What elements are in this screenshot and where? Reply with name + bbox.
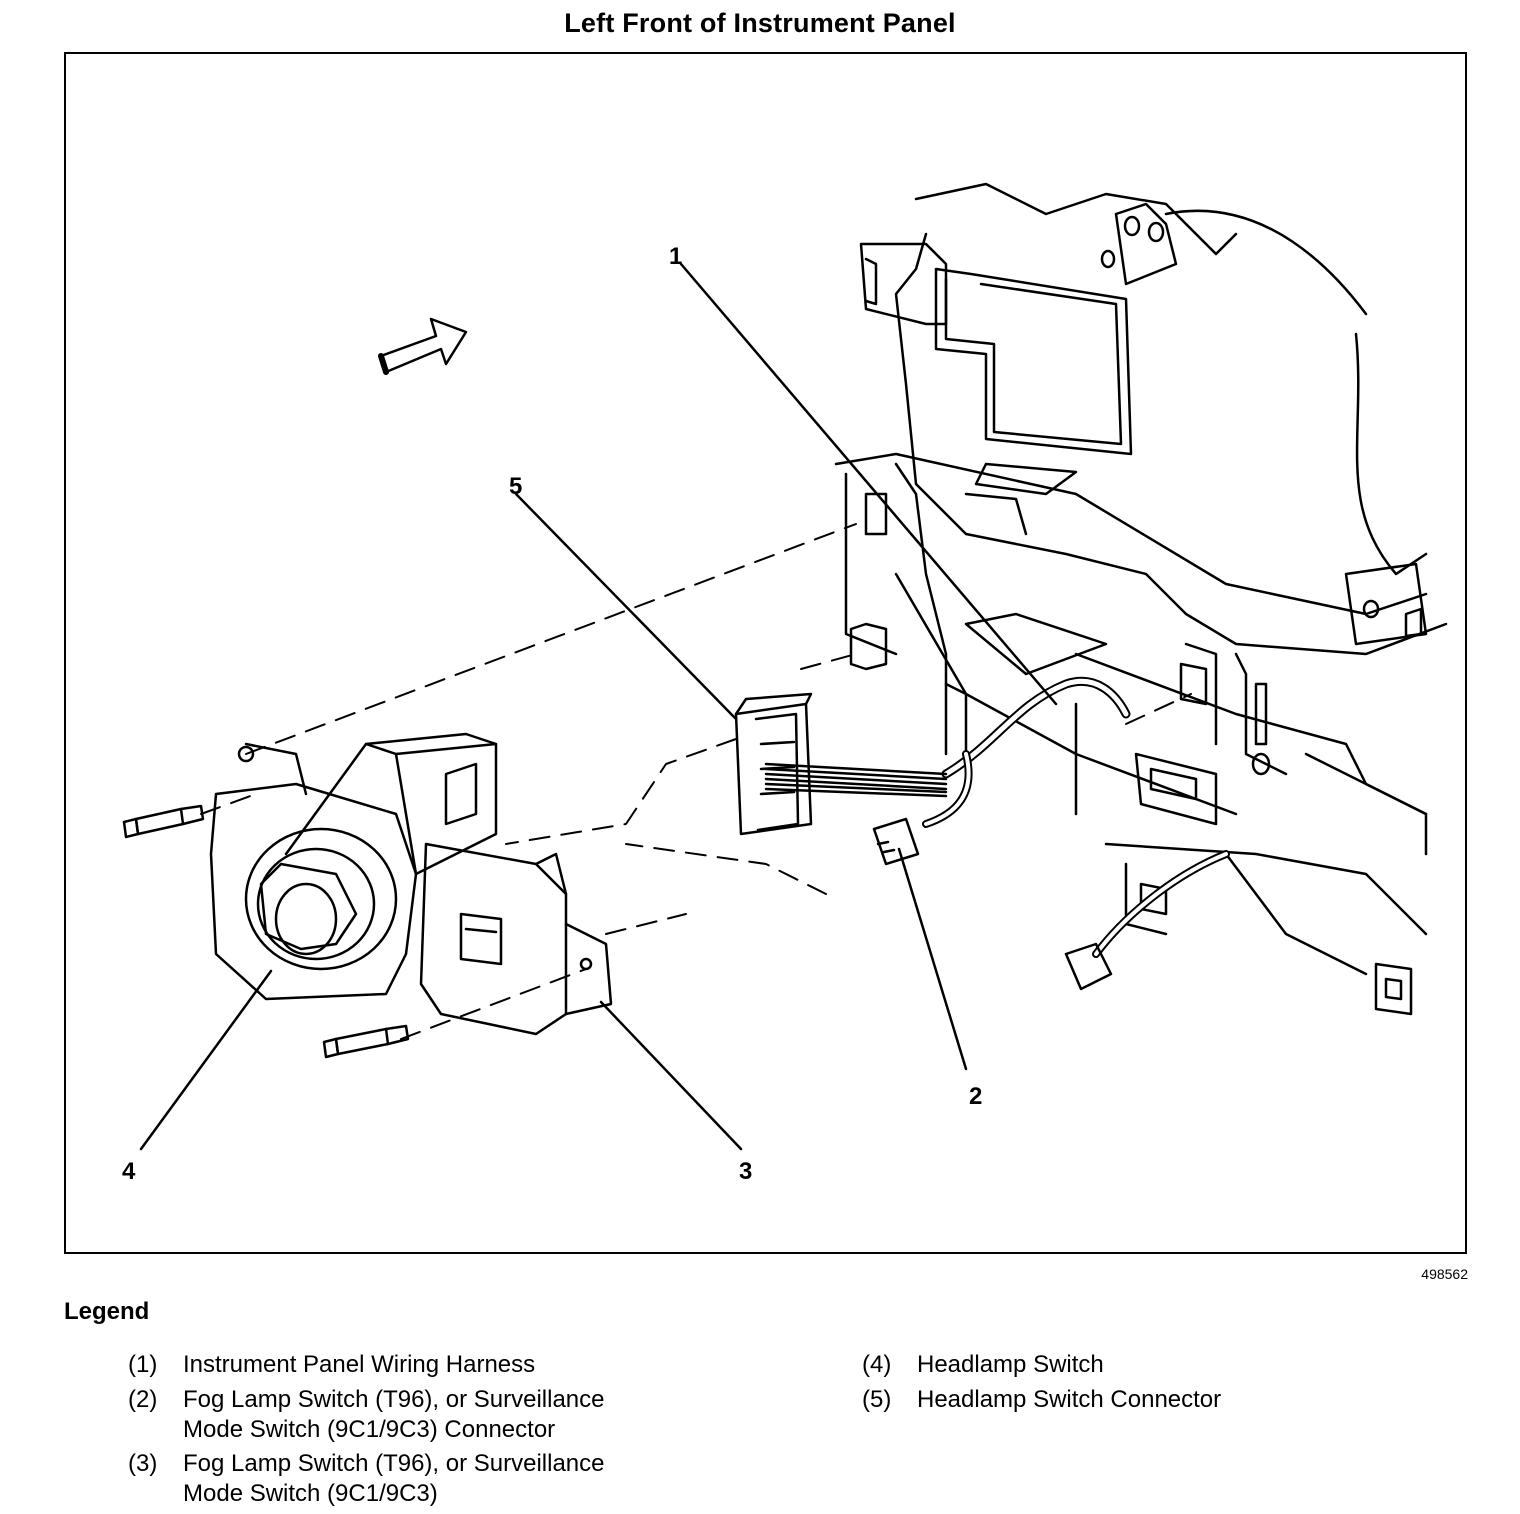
- instrument-panel-structure: [834, 182, 1448, 1016]
- legend-item: (4) Headlamp Switch: [862, 1350, 1362, 1380]
- legend-item: (3) Fog Lamp Switch (T96), or Surveillan…: [128, 1449, 728, 1509]
- headlamp-switch-connector: [734, 692, 813, 836]
- callout-4: 4: [122, 1158, 136, 1185]
- callout-2: 2: [969, 1083, 982, 1110]
- legend-item: (2) Fog Lamp Switch (T96), or Surveillan…: [128, 1385, 728, 1445]
- forward-direction-arrow: [378, 317, 468, 375]
- callout-1: 1: [669, 243, 682, 270]
- legend-item-number: (4): [862, 1351, 892, 1378]
- legend-item-number: (2): [128, 1386, 158, 1413]
- callout-5: 5: [509, 473, 522, 500]
- legend-item-text: Headlamp Switch: [917, 1351, 1104, 1378]
- legend-item-number: (3): [128, 1450, 158, 1477]
- legend-item-number: (1): [128, 1351, 158, 1378]
- page-title: Left Front of Instrument Panel: [564, 8, 956, 38]
- legend-item-text: Fog Lamp Switch (T96), or Surveillance M…: [183, 1450, 605, 1507]
- exploded-view-illustration: 1 2 3 4 5: [122, 182, 1448, 1185]
- callout-leaders: [139, 262, 1058, 1151]
- headlamp-switch: [209, 732, 498, 1001]
- legend-item-text: Fog Lamp Switch (T96), or Surveillance M…: [183, 1386, 605, 1443]
- fog-lamp-switch: [419, 842, 613, 1036]
- legend-item-text: Headlamp Switch Connector: [917, 1386, 1222, 1413]
- instrument-panel-wiring-harness: [764, 676, 1230, 991]
- figure-id: 498562: [1421, 1266, 1468, 1282]
- diagram-frame: 1 2 3 4 5: [64, 52, 1467, 1254]
- mounting-screws: [122, 804, 410, 1059]
- legend-heading: Legend: [64, 1298, 150, 1325]
- legend-item: (1) Instrument Panel Wiring Harness: [128, 1350, 728, 1380]
- legend-item: (5) Headlamp Switch Connector: [862, 1385, 1362, 1415]
- fog-lamp-switch-connector: [872, 817, 920, 866]
- legend-item-text: Instrument Panel Wiring Harness: [183, 1351, 536, 1378]
- callout-3: 3: [739, 1158, 752, 1185]
- legend-item-number: (5): [862, 1386, 892, 1413]
